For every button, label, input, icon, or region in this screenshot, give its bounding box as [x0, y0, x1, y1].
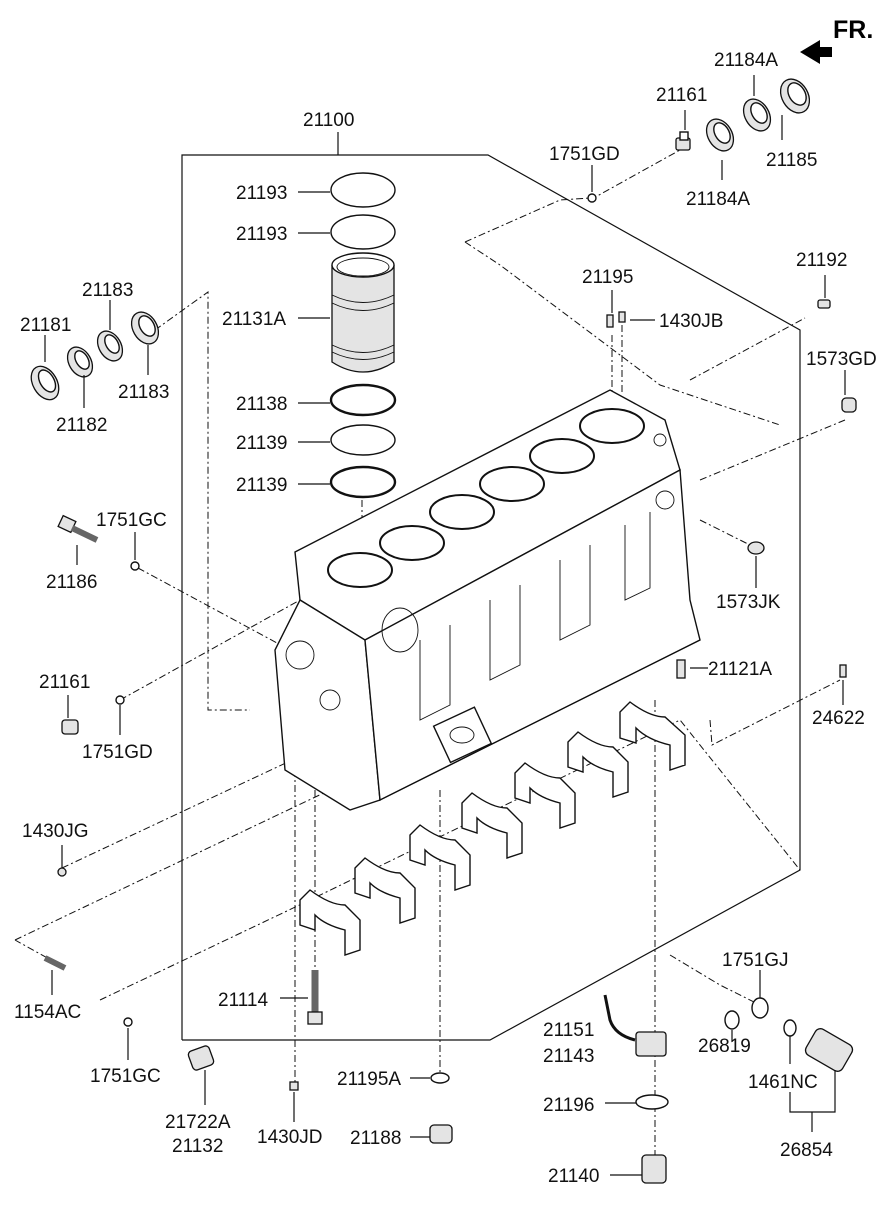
label-21188: 21188: [350, 1128, 401, 1149]
label-21138: 21138: [236, 394, 287, 415]
label-1461nc: 1461NC: [748, 1072, 818, 1093]
label-21184a-b: 21184A: [686, 189, 750, 210]
label-1430jb: 1430JB: [659, 311, 723, 332]
cylinder-block: [274, 389, 701, 811]
label-26819: 26819: [698, 1036, 751, 1057]
plug-21161-top: [675, 131, 691, 151]
label-21139-a: 21139: [236, 433, 287, 454]
label-21114: 21114: [218, 990, 268, 1011]
label-21151: 21151: [543, 1020, 594, 1041]
label-21184a-a: 21184A: [714, 50, 778, 71]
cylinder-liner-stack: [329, 172, 397, 499]
label-21181: 21181: [20, 315, 71, 336]
label-1751gc-a: 1751GC: [96, 510, 167, 531]
label-21139-b: 21139: [236, 475, 287, 496]
camshaft-bearings-right: [705, 78, 811, 152]
label-21193-b: 21193: [236, 224, 287, 245]
label-1751gj: 1751GJ: [722, 950, 789, 971]
label-21161-b: 21161: [656, 85, 707, 106]
label-1573jk: 1573JK: [716, 592, 781, 613]
label-21195a: 21195A: [337, 1069, 401, 1090]
front-direction-indicator: FR.: [800, 16, 873, 64]
label-21186: 21186: [46, 572, 97, 593]
label-21185: 21185: [766, 150, 817, 171]
camshaft-bearings-left: [30, 311, 160, 401]
label-24622: 24622: [812, 708, 865, 729]
label-21131a: 21131A: [222, 309, 286, 330]
label-21195: 21195: [582, 267, 633, 288]
label-21722a: 21722A: [165, 1112, 231, 1133]
part-labels: 21100 21193 21193 21131A 21138 21139 211…: [14, 50, 877, 1187]
label-26854: 26854: [780, 1140, 833, 1161]
label-1751gd-a: 1751GD: [82, 742, 153, 763]
fasteners: [43, 193, 857, 1184]
label-leaders: [44, 75, 846, 1176]
label-21121a: 21121A: [708, 659, 772, 680]
label-21140: 21140: [548, 1166, 599, 1187]
label-21183-a: 21183: [82, 280, 133, 301]
label-1751gd-b: 1751GD: [549, 144, 620, 165]
label-21182: 21182: [56, 415, 107, 436]
label-21193-a: 21193: [236, 183, 287, 204]
label-21192: 21192: [796, 250, 847, 271]
label-1430jd: 1430JD: [257, 1127, 323, 1148]
label-21161-a: 21161: [39, 672, 90, 693]
front-label: FR.: [833, 16, 873, 44]
label-21100: 21100: [303, 110, 354, 131]
label-21132: 21132: [172, 1136, 223, 1157]
label-1154ac: 1154AC: [14, 1002, 81, 1023]
label-21183-b: 21183: [118, 382, 169, 403]
label-1573gd: 1573GD: [806, 349, 877, 370]
label-1751gc-b: 1751GC: [90, 1066, 161, 1087]
main-bearing-caps: [299, 701, 686, 956]
label-21143: 21143: [543, 1046, 594, 1067]
arrow-left-icon: [800, 40, 832, 64]
bolt-21186: [57, 514, 99, 543]
label-1430jg: 1430JG: [22, 821, 89, 842]
assembly-frame: [181, 132, 801, 1041]
label-21196: 21196: [543, 1095, 594, 1116]
